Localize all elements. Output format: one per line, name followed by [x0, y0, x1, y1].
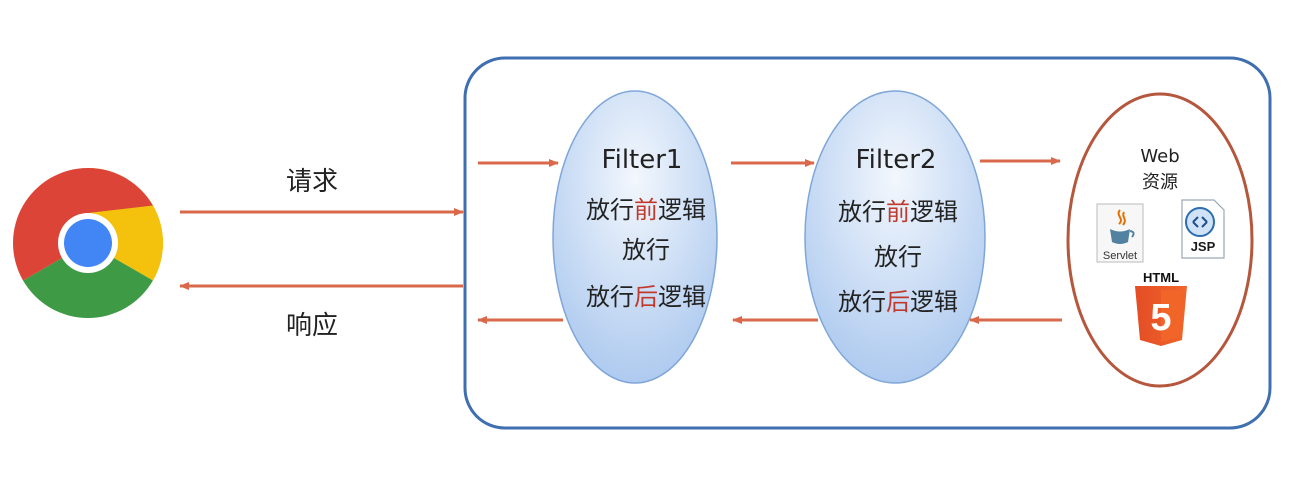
web-resource-title-line2: 资源 — [1142, 172, 1178, 193]
filter-1-title: Filter1 — [602, 145, 683, 175]
filter-2-title: Filter2 — [856, 145, 937, 175]
html5-icon: HTML 5 — [1135, 270, 1187, 346]
jsp-icon: JSP — [1181, 199, 1225, 259]
web-resource: Web 资源 Servlet JSP HTML 5 — [1066, 92, 1254, 388]
filter-2-pre-logic: 放行前逻辑 — [838, 198, 958, 226]
filter-1-pre-logic: 放行前逻辑 — [586, 196, 706, 224]
servlet-label: Servlet — [1103, 250, 1137, 262]
filter-1-pass: 放行 — [622, 236, 670, 264]
java-servlet-icon: Servlet — [1096, 203, 1144, 263]
response-label: 响应 — [286, 311, 338, 341]
filter-2-pass: 放行 — [874, 243, 922, 271]
web-resource-title-line1: Web — [1140, 146, 1179, 167]
filter-1-post-logic: 放行后逻辑 — [586, 283, 706, 311]
html-label: HTML — [1143, 270, 1179, 285]
filter-1: Filter1 放行前逻辑 放行 放行后逻辑 — [552, 90, 718, 384]
request-label: 请求 — [286, 167, 338, 197]
filter-2: Filter2 放行前逻辑 放行 放行后逻辑 — [804, 90, 986, 384]
jsp-label: JSP — [1191, 239, 1216, 254]
chrome-icon — [13, 168, 163, 318]
filter-2-post-logic: 放行后逻辑 — [838, 288, 958, 316]
html5-number: 5 — [1150, 297, 1171, 339]
